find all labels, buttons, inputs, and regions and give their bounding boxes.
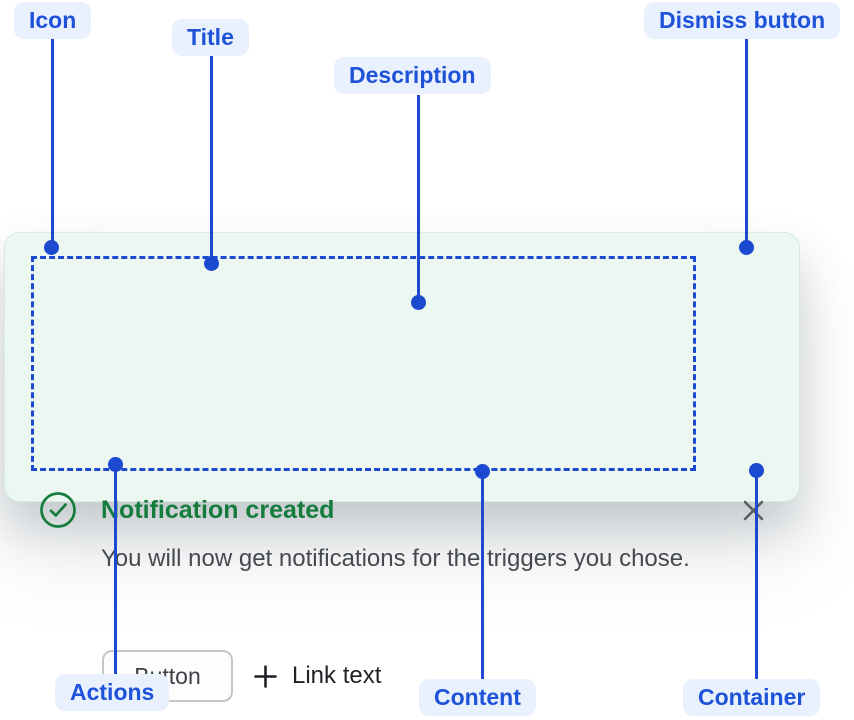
connector-line-description: [417, 95, 420, 303]
connector-line-content: [481, 472, 484, 680]
connector-line-actions: [114, 465, 117, 676]
annotation-label-title: Title: [172, 19, 249, 56]
connector-dot-icon: [44, 240, 59, 255]
annotation-label-content: Content: [419, 679, 536, 716]
connector-line-title: [210, 54, 213, 264]
plus-icon: [254, 664, 277, 688]
flag-container: Notification created You will now get no…: [4, 232, 800, 702]
connector-line-container: [755, 471, 758, 680]
annotation-label-container: Container: [683, 679, 821, 716]
flag-action-link-label: Link text: [292, 662, 382, 689]
flag-content-outline: [31, 256, 696, 471]
connector-dot-content: [475, 464, 490, 479]
connector-line-icon: [51, 37, 54, 248]
connector-dot-actions: [108, 457, 123, 472]
annotation-label-actions: Actions: [55, 674, 170, 711]
flag-title: Notification created: [101, 496, 335, 524]
success-check-circle-icon: [40, 492, 76, 528]
dismiss-button[interactable]: [738, 495, 768, 525]
flag-description: You will now get notifications for the t…: [101, 545, 690, 572]
connector-dot-description: [411, 295, 426, 310]
connector-line-dismiss: [745, 39, 748, 248]
annotation-label-icon: Icon: [14, 2, 92, 39]
close-icon: [743, 500, 763, 520]
connector-dot-title: [204, 256, 219, 271]
connector-dot-dismiss: [739, 240, 754, 255]
annotation-label-description: Description: [334, 57, 491, 94]
annotation-label-dismiss-button: Dismiss button: [644, 2, 841, 39]
connector-dot-container: [749, 463, 764, 478]
flag-action-link[interactable]: Link text: [252, 650, 381, 702]
